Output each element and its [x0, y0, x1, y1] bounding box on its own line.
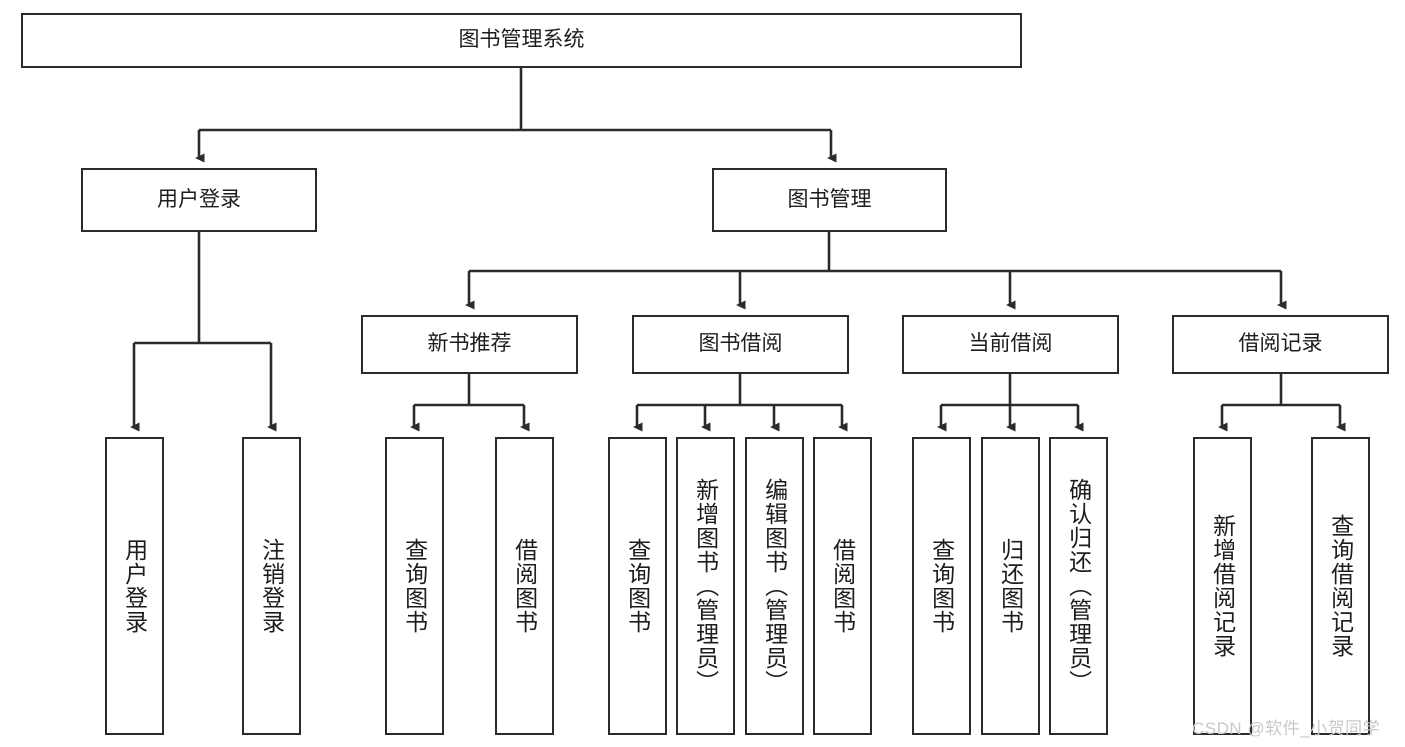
node-book-management[interactable]: 图书管理 — [712, 168, 947, 232]
node-label: 查询图书 — [401, 538, 428, 634]
node-label: 查询图书 — [928, 538, 955, 634]
node-label: 借阅图书 — [511, 538, 538, 634]
node-book-borrow[interactable]: 图书借阅 — [632, 315, 849, 374]
node-label: 借阅记录 — [1238, 332, 1323, 356]
node-label: 图书管理系统 — [458, 28, 585, 52]
node-label: 新书推荐 — [427, 332, 512, 356]
leaf-borrow-query-book[interactable]: 查询图书 — [608, 437, 667, 735]
leaf-recommend-query-book[interactable]: 查询图书 — [385, 437, 444, 735]
node-label: 查询图书 — [624, 538, 651, 634]
node-label: 新增借阅记录 — [1209, 514, 1236, 658]
node-label: 图书借阅 — [698, 332, 783, 356]
node-label: 注销登录 — [258, 538, 285, 634]
node-label: 归还图书 — [997, 538, 1024, 634]
node-label: 查询借阅记录 — [1327, 514, 1354, 658]
leaf-user-login-login[interactable]: 用户登录 — [105, 437, 164, 735]
node-label: 当前借阅 — [968, 332, 1053, 356]
node-label: 用户登录 — [157, 187, 241, 211]
leaf-record-query-record[interactable]: 查询借阅记录 — [1311, 437, 1370, 735]
leaf-borrow-edit-book-admin[interactable]: 编辑图书（管理员） — [745, 437, 804, 735]
leaf-current-query-book[interactable]: 查询图书 — [912, 437, 971, 735]
node-label: 图书管理 — [787, 187, 872, 211]
node-label: 编辑图书（管理员） — [761, 478, 788, 694]
leaf-borrow-borrow-book[interactable]: 借阅图书 — [813, 437, 872, 735]
leaf-current-confirm-return-admin[interactable]: 确认归还（管理员） — [1049, 437, 1108, 735]
node-label: 确认归还（管理员） — [1065, 478, 1092, 694]
node-label: 用户登录 — [121, 538, 148, 634]
node-root-system[interactable]: 图书管理系统 — [21, 13, 1022, 68]
node-borrow-record[interactable]: 借阅记录 — [1172, 315, 1389, 374]
node-new-book-recommend[interactable]: 新书推荐 — [361, 315, 578, 374]
node-label: 借阅图书 — [829, 538, 856, 634]
leaf-record-add-record[interactable]: 新增借阅记录 — [1193, 437, 1252, 735]
leaf-current-return-book[interactable]: 归还图书 — [981, 437, 1040, 735]
node-user-login[interactable]: 用户登录 — [81, 168, 317, 232]
leaf-borrow-add-book-admin[interactable]: 新增图书（管理员） — [676, 437, 735, 735]
node-current-borrow[interactable]: 当前借阅 — [902, 315, 1119, 374]
leaf-recommend-borrow-book[interactable]: 借阅图书 — [495, 437, 554, 735]
leaf-user-login-logout[interactable]: 注销登录 — [242, 437, 301, 735]
node-label: 新增图书（管理员） — [692, 478, 719, 694]
